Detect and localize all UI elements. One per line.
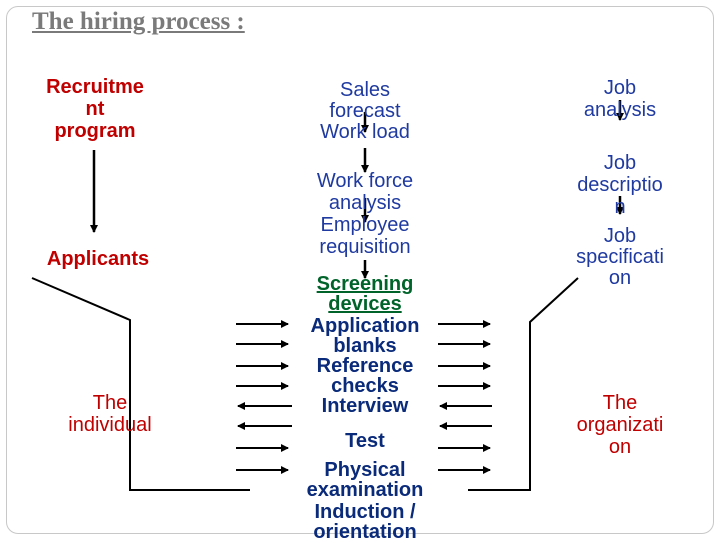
funnel-right — [468, 277, 579, 491]
applicants-label: Applicants — [46, 248, 150, 270]
reference-checks-label: Reference checks — [316, 355, 414, 397]
job-specification-label: Job specificati on — [576, 225, 664, 289]
individual-label: The individual — [68, 392, 152, 436]
sales-forecast-label: Sales forecast Work load — [320, 79, 410, 143]
funnel-left — [31, 277, 250, 491]
slide-title: The hiring process : — [32, 8, 245, 35]
screening-devices-label: Screening devices — [316, 273, 414, 315]
job-analysis-label: Job analysis — [583, 77, 657, 121]
physical-examination-label: Physical examination — [306, 459, 424, 501]
test-label: Test — [345, 430, 385, 452]
induction-orientation-label: Induction / orientation — [313, 501, 417, 543]
workforce-analysis-label: Work force analysis Employee requisition — [316, 170, 414, 258]
slide-frame — [6, 6, 714, 534]
application-blanks-label: Application blanks — [310, 315, 420, 357]
organization-label: The organizati on — [576, 392, 664, 458]
job-description-label: Job descriptio n — [577, 152, 663, 218]
recruitment-program-label: Recruitme nt program — [46, 76, 144, 142]
interview-label: Interview — [321, 395, 409, 417]
